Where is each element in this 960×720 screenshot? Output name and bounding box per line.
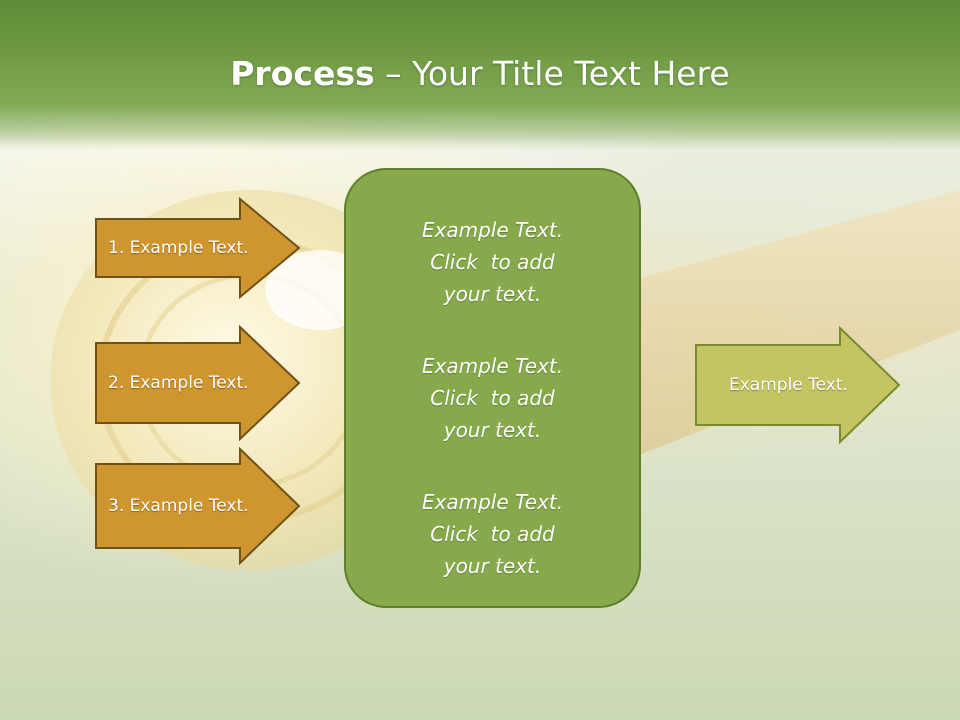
title-bold: Process [230,54,375,93]
left-arrow-1-label: 1. Example Text. [108,238,249,258]
center-text-block-1: Example Text. Click to add your text. [422,214,563,310]
center-block-2-line-2: Click to add [430,386,555,410]
slide-title: Process – Your Title Text Here [0,52,960,96]
center-text-block-2: Example Text. Click to add your text. [422,350,563,446]
center-block-1-line-1: Example Text. [421,218,564,242]
header-band [0,0,960,150]
output-arrow-label: Example Text. [729,375,848,395]
left-arrow-3: 3. Example Text. [95,446,301,566]
center-block-1-line-3: your text. [443,282,542,306]
left-arrow-2-label: 2. Example Text. [108,373,249,393]
title-rest: – Your Title Text Here [374,54,730,93]
center-block-3-line-3: your text. [443,554,542,578]
center-process-box: Example Text. Click to add your text. Ex… [344,168,641,608]
center-text-block-3: Example Text. Click to add your text. [422,486,563,582]
center-block-1-line-2: Click to add [430,250,555,274]
left-arrow-3-label: 3. Example Text. [108,496,249,516]
center-block-2-line-3: your text. [443,418,542,442]
left-arrow-1: 1. Example Text. [95,196,301,300]
left-arrow-2: 2. Example Text. [95,324,301,442]
center-block-3-line-2: Click to add [430,522,555,546]
center-block-3-line-1: Example Text. [421,490,564,514]
center-block-2-line-1: Example Text. [421,354,564,378]
output-arrow: Example Text. [695,325,901,445]
